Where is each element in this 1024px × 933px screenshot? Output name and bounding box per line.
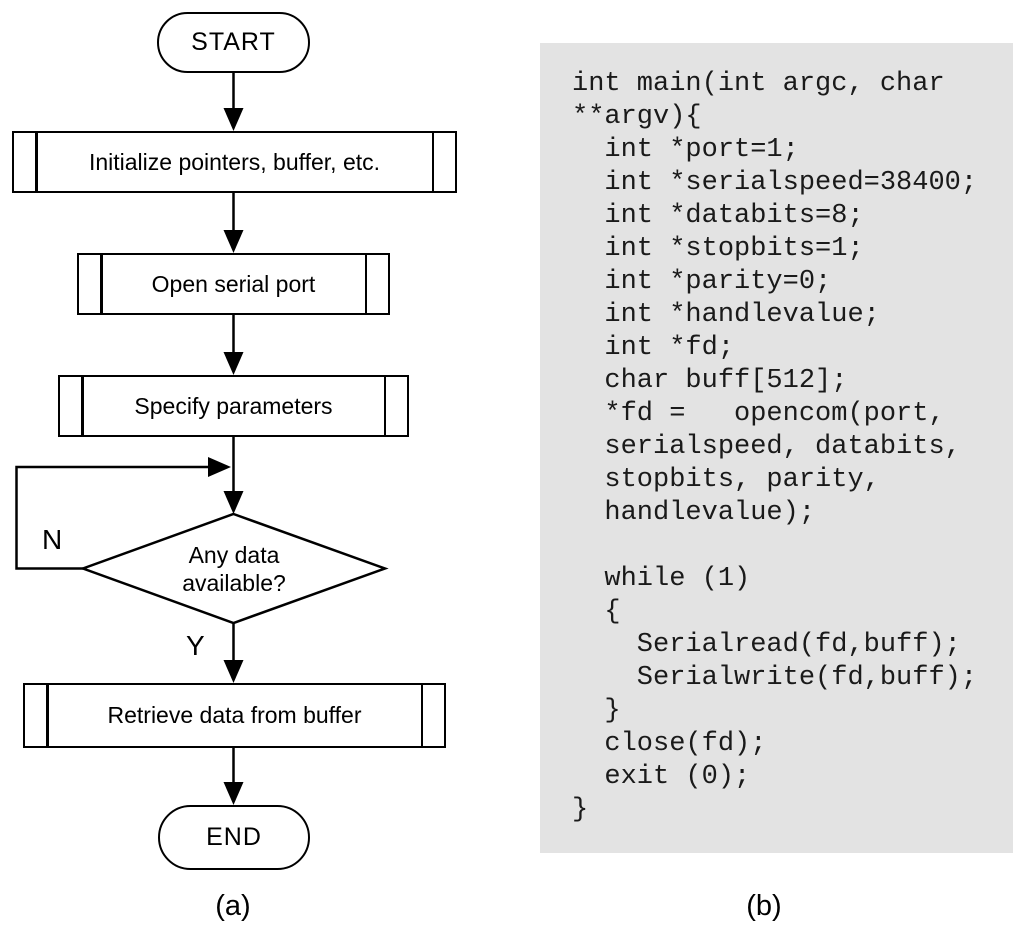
code-panel: int main(int argc, char **argv){ int *po… (540, 43, 1013, 853)
predefined-process-bar (100, 255, 103, 313)
process-open-serial-port: Open serial port (77, 253, 390, 315)
process-specify-parameters-label: Specify parameters (134, 392, 333, 419)
process-initialize: Initialize pointers, buffer, etc. (12, 131, 457, 193)
process-initialize-label: Initialize pointers, buffer, etc. (88, 148, 381, 175)
predefined-process-bar (35, 133, 38, 191)
process-retrieve-data: Retrieve data from buffer (23, 683, 446, 748)
edge-label-yes: Y (186, 630, 205, 661)
predefined-process-bar (420, 685, 423, 746)
predefined-process-bar (81, 377, 84, 435)
process-specify-parameters: Specify parameters (58, 375, 409, 437)
predefined-process-bar (383, 377, 386, 435)
caption-b: (b) (746, 890, 782, 922)
process-retrieve-data-label: Retrieve data from buffer (107, 702, 362, 728)
caption-a: (a) (215, 890, 251, 922)
predefined-process-bar (46, 685, 49, 746)
decision-any-data-label: Any data available? (182, 542, 286, 596)
start-terminal: START (157, 12, 310, 73)
start-label: START (191, 28, 276, 56)
edge-label-no: N (42, 524, 63, 555)
code-listing: int main(int argc, char **argv){ int *po… (572, 69, 978, 825)
process-open-serial-port-label: Open serial port (151, 270, 316, 297)
predefined-process-bar (431, 133, 434, 191)
end-label: END (206, 823, 262, 851)
end-terminal: END (158, 805, 310, 870)
predefined-process-bar (364, 255, 367, 313)
